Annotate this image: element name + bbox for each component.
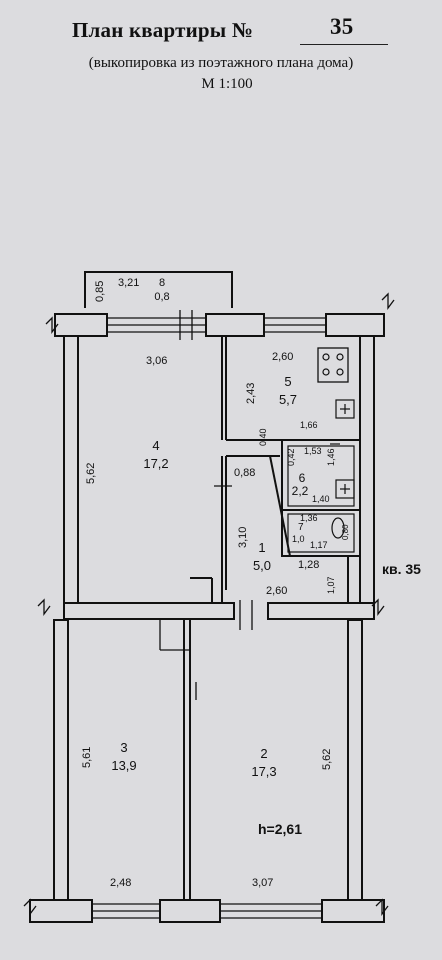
room8-area: 0,8	[154, 291, 169, 303]
dim-room7-b: 0,80	[341, 524, 350, 540]
stove-burner-icon	[336, 368, 344, 376]
wc-block	[281, 509, 361, 557]
room1-number: 1	[258, 540, 265, 555]
room7-area: 1,0	[292, 534, 305, 544]
plan-scale: М 1:100	[201, 76, 253, 92]
labels: 3,21 8 0,8 0,85 3,06 5,62 4 17,2 2,60 2,…	[81, 277, 421, 889]
stove-icon	[317, 347, 349, 383]
dim-wall-040: 0,40	[258, 428, 268, 446]
outer-wall-bottom-left	[29, 899, 93, 923]
room3-area: 13,9	[111, 758, 136, 773]
middle-wall-left	[63, 602, 235, 620]
dim-balcony-width: 3,21	[118, 277, 139, 289]
room7-number: 7	[298, 522, 304, 533]
outer-wall-bottom-mid	[159, 899, 221, 923]
dim-hall-107: 1,07	[326, 576, 336, 594]
dim-room6-b: 1,53	[304, 446, 322, 456]
break-marks	[23, 292, 395, 916]
dim-room6-c: 1,46	[326, 448, 336, 466]
window-top-left	[107, 310, 206, 340]
bath-block-inner	[287, 445, 355, 507]
dim-room3-length: 5,61	[81, 747, 93, 768]
room2-area: 17,3	[251, 764, 276, 779]
room6-number: 6	[299, 471, 306, 485]
middle-wall-right	[267, 602, 375, 620]
room4-area: 17,2	[143, 456, 168, 471]
outer-wall-top-right	[325, 313, 385, 337]
room3-number: 3	[120, 740, 127, 755]
apartment-number-underline	[300, 44, 388, 45]
dim-corridor-length: 3,10	[237, 527, 249, 548]
kitchen-sink-icon	[335, 399, 355, 419]
room4-number: 4	[152, 438, 159, 453]
window-top-right	[264, 317, 326, 333]
outer-wall-top-mid	[205, 313, 265, 337]
apartment-label: кв. 35	[382, 561, 421, 577]
dim-room5-length: 2,43	[245, 383, 257, 404]
dim-hall-260: 2,60	[266, 585, 287, 597]
room5-area: 5,7	[279, 392, 297, 407]
dim-hall-128: 1,28	[298, 559, 319, 571]
balcony-outline	[84, 271, 233, 308]
toilet-icon	[331, 517, 345, 539]
walls	[23, 271, 395, 923]
dim-room2-width: 3,07	[252, 877, 273, 889]
outer-wall-bottom-right	[321, 899, 385, 923]
wc-block-inner	[287, 513, 355, 553]
plan-title-text: План квартиры №	[72, 18, 254, 42]
stove-burner-icon	[336, 353, 344, 361]
room8-number: 8	[159, 277, 165, 289]
dim-room5-inner: 1,66	[300, 420, 318, 430]
dim-room7-c: 1,17	[310, 540, 328, 550]
room5-number: 5	[284, 374, 291, 389]
window-bottom-left	[92, 903, 160, 919]
dim-room4-width: 3,06	[146, 355, 167, 367]
outer-wall-right-lower	[347, 619, 363, 901]
outer-wall-right-upper	[359, 335, 375, 607]
dim-room3-width: 2,48	[110, 877, 131, 889]
apartment-number: 35	[330, 14, 354, 39]
dim-room4-length: 5,62	[85, 463, 97, 484]
dim-room7-a: 1,36	[300, 513, 318, 523]
dim-balcony-depth: 0,85	[94, 281, 106, 302]
outer-wall-top-left	[54, 313, 108, 337]
room1-area: 5,0	[253, 558, 271, 573]
stove-burner-icon	[322, 353, 330, 361]
room2-number: 2	[260, 746, 267, 761]
ceiling-height: h=2,61	[258, 821, 302, 837]
bath-sink-icon	[335, 479, 355, 499]
stove-burner-icon	[322, 368, 330, 376]
dim-room6-a: 0,42	[286, 448, 296, 466]
dim-corridor-width: 0,88	[234, 467, 255, 479]
dim-room5-width: 2,60	[272, 351, 293, 363]
outer-wall-left-upper	[63, 335, 79, 609]
wall-room1-diagonal	[269, 455, 291, 557]
plan-subtitle: (выкопировка из поэтажного плана дома)	[88, 55, 354, 71]
window-bottom-right	[220, 903, 322, 919]
dim-room2-length: 5,62	[321, 749, 333, 770]
outer-wall-left-lower	[53, 619, 69, 901]
room6-area: 2,2	[292, 484, 309, 498]
dim-room6-d: 1,40	[312, 494, 330, 504]
